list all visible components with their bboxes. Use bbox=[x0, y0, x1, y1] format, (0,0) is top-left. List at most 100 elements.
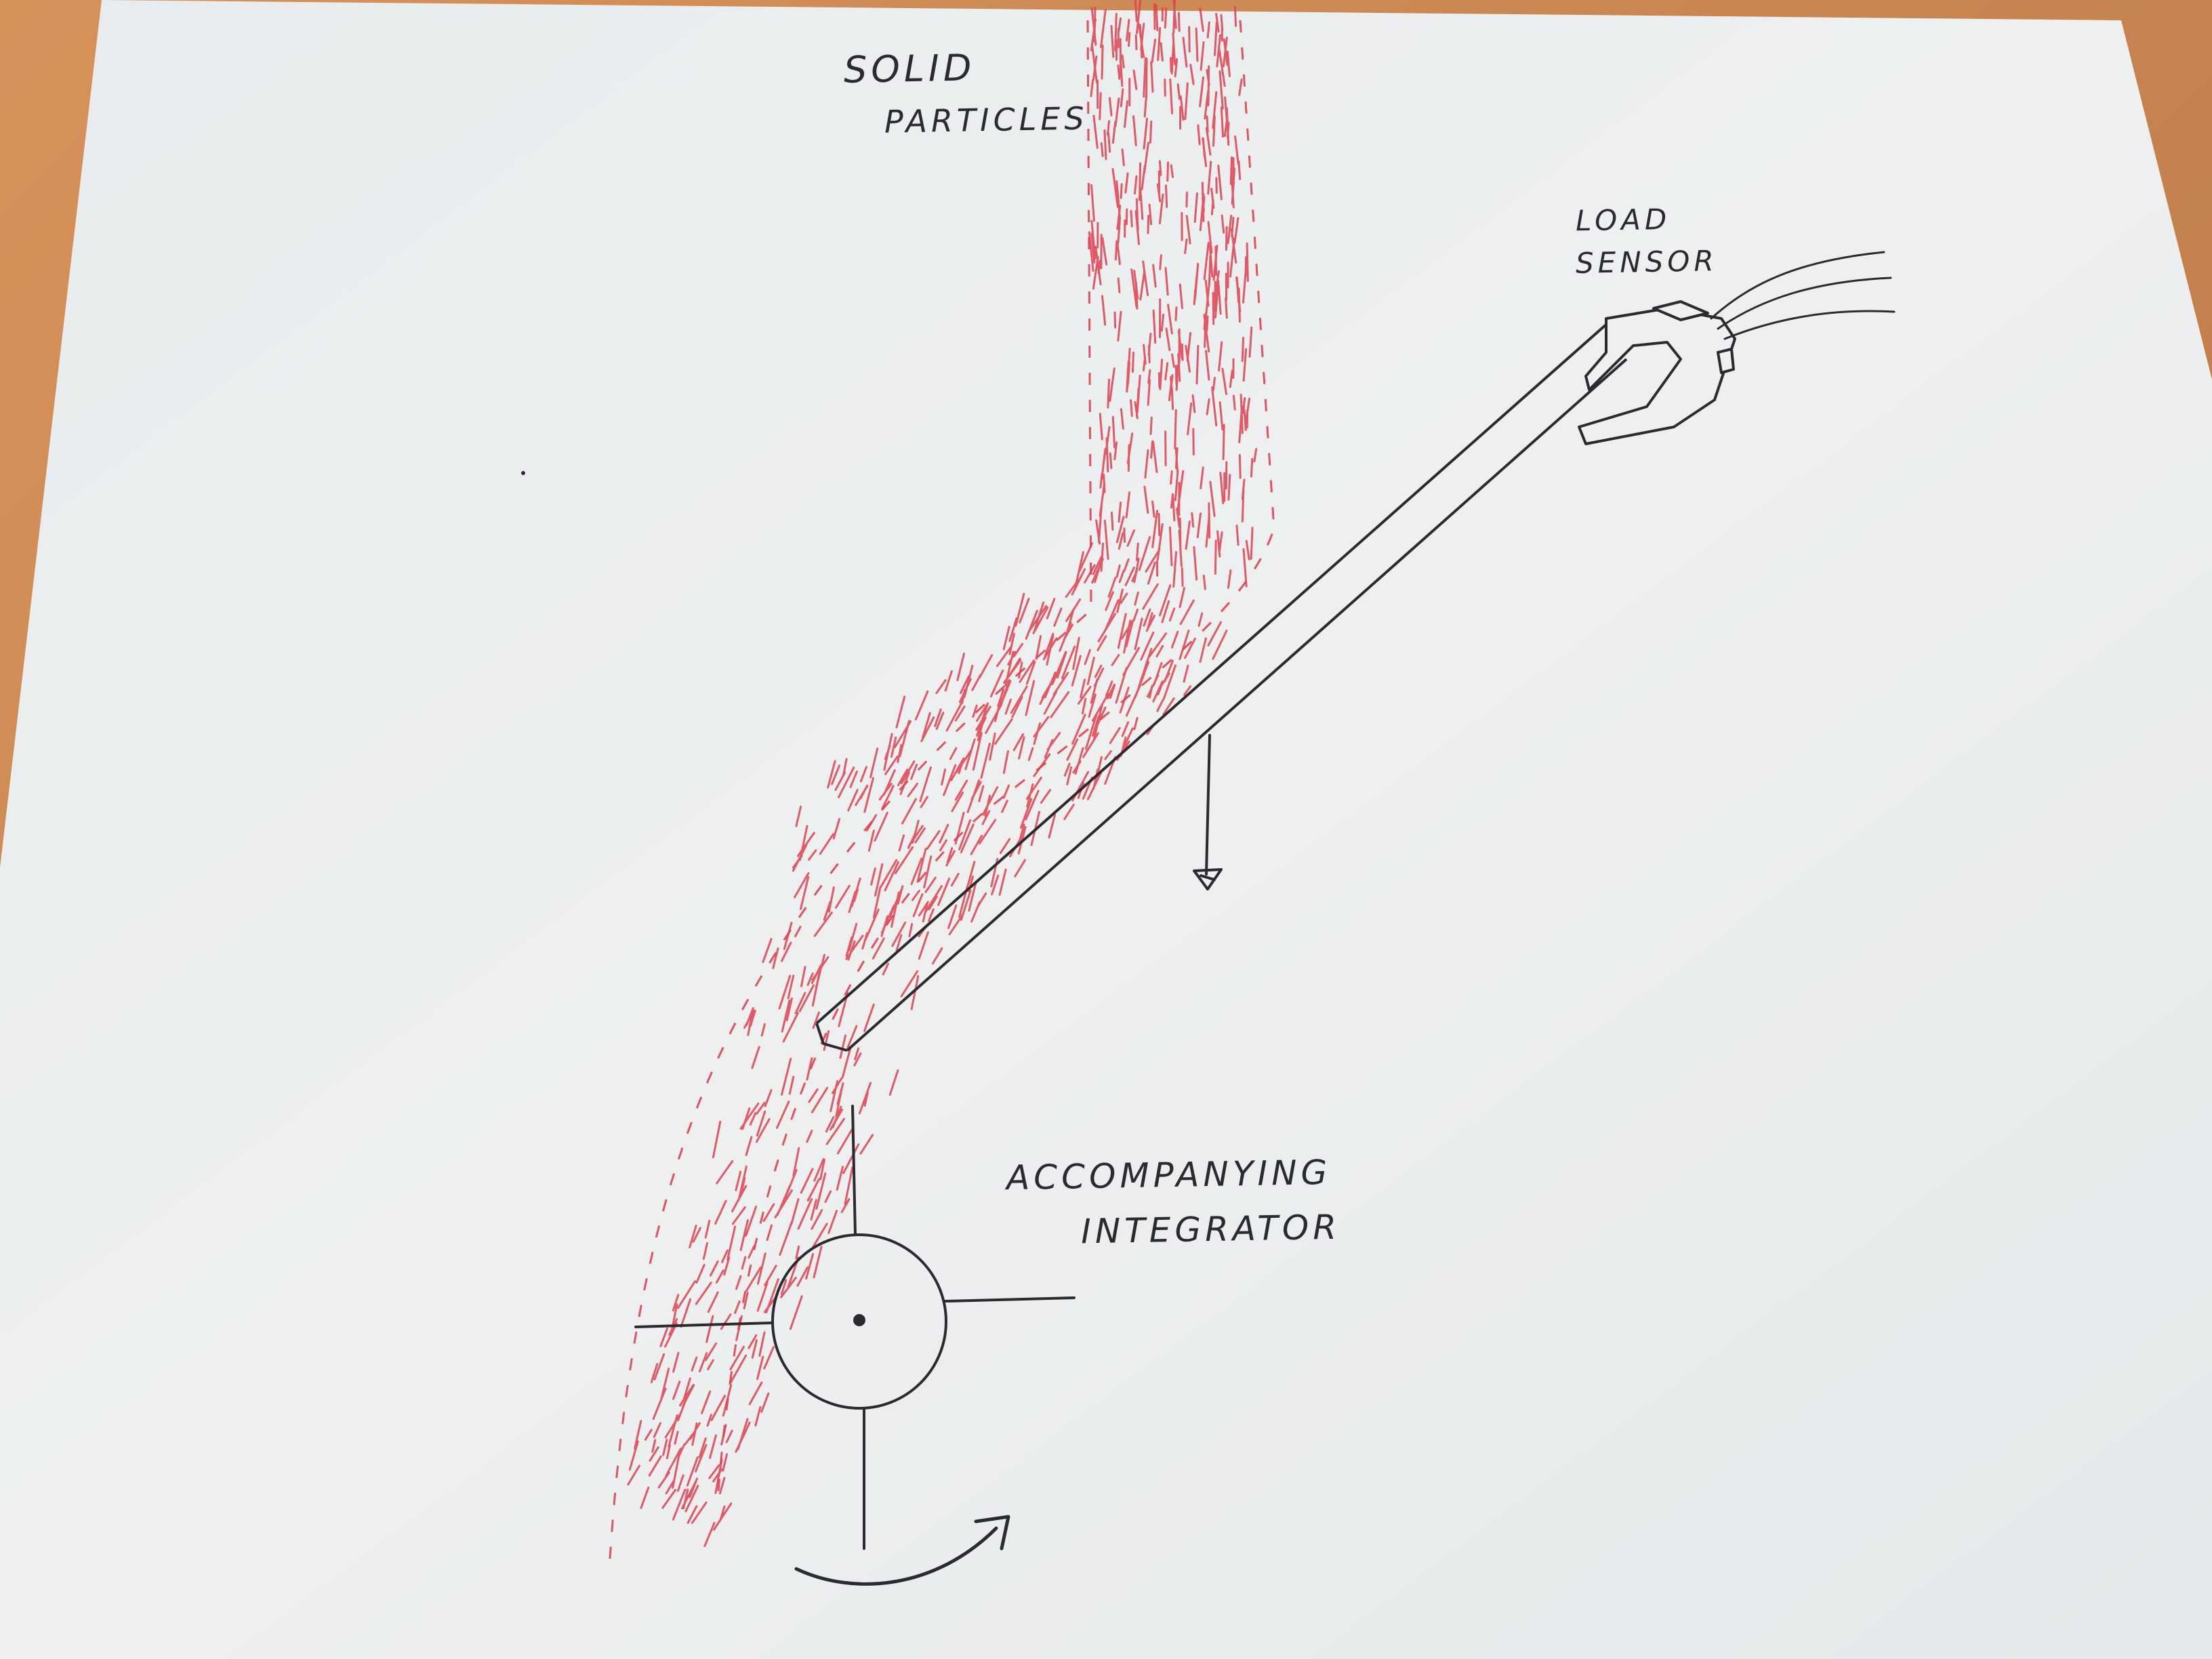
particle-stroke bbox=[665, 1479, 675, 1495]
particle-stroke bbox=[739, 1176, 746, 1195]
particle-stroke bbox=[1231, 216, 1235, 237]
particle-stroke bbox=[928, 895, 938, 911]
particle-stroke bbox=[789, 1295, 803, 1330]
particle-stroke bbox=[719, 1477, 726, 1494]
particle-stroke bbox=[1120, 183, 1123, 199]
particle-stroke bbox=[1115, 516, 1125, 544]
particle-stroke bbox=[1118, 532, 1124, 550]
particle-stroke bbox=[1012, 733, 1024, 752]
particle-stroke bbox=[1196, 512, 1202, 539]
particle-stroke bbox=[1135, 387, 1140, 417]
particle-stroke bbox=[1143, 95, 1147, 118]
particle-stroke bbox=[699, 1352, 708, 1372]
particle-stroke bbox=[1103, 474, 1106, 493]
particle-stroke bbox=[1176, 83, 1181, 100]
particle-stroke bbox=[1063, 804, 1075, 821]
particle-stroke bbox=[756, 1110, 766, 1137]
particle-stroke bbox=[739, 1102, 760, 1130]
particle-stroke bbox=[1195, 27, 1199, 62]
particle-stroke bbox=[1226, 121, 1230, 138]
rotation-arrow-head-icon bbox=[974, 1515, 1010, 1551]
particle-stroke bbox=[1065, 598, 1082, 622]
particle-stroke bbox=[1097, 613, 1117, 642]
particle-stroke bbox=[1093, 668, 1105, 687]
particle-stroke bbox=[1221, 367, 1227, 395]
particle-stroke bbox=[1063, 762, 1071, 777]
particle-stroke bbox=[954, 779, 968, 801]
particle-stroke bbox=[1143, 485, 1149, 514]
particle-stroke bbox=[1227, 214, 1233, 245]
particle-stroke bbox=[846, 1025, 858, 1049]
particle-stroke bbox=[863, 777, 874, 813]
particle-stroke bbox=[894, 846, 914, 874]
particle-stroke bbox=[764, 1089, 773, 1107]
particle-stroke bbox=[910, 975, 920, 1010]
particle-stroke bbox=[839, 1034, 847, 1059]
particle-stroke bbox=[869, 747, 879, 779]
particle-stroke bbox=[914, 827, 926, 844]
particle-stroke bbox=[1126, 529, 1135, 547]
particle-stroke bbox=[695, 1264, 705, 1284]
particle-stroke bbox=[1165, 327, 1171, 352]
particle-stroke bbox=[1019, 798, 1033, 829]
particle-stroke bbox=[1099, 413, 1103, 441]
particle-stroke bbox=[898, 834, 905, 852]
force-arrow-shaft bbox=[1205, 734, 1211, 876]
particle-stroke bbox=[1207, 65, 1210, 106]
particle-stroke bbox=[919, 766, 932, 802]
particle-stroke bbox=[1092, 704, 1103, 741]
particle-stroke bbox=[1090, 184, 1095, 222]
particle-stroke bbox=[796, 1266, 808, 1287]
load-sensor bbox=[1578, 300, 1736, 445]
particle-stroke bbox=[756, 1282, 769, 1312]
particle-stroke bbox=[806, 1057, 813, 1081]
particle-stroke bbox=[691, 1356, 698, 1372]
particle-stroke bbox=[1212, 91, 1218, 129]
particle-stroke bbox=[1234, 135, 1240, 165]
particle-stroke bbox=[1152, 264, 1157, 288]
particle-stroke bbox=[985, 703, 1003, 735]
particle-stroke bbox=[800, 966, 806, 987]
particle-stroke bbox=[1117, 277, 1121, 293]
particle-stroke bbox=[648, 1455, 662, 1477]
particle-stroke bbox=[1207, 221, 1213, 254]
particle-stroke bbox=[879, 859, 898, 889]
particle-stroke bbox=[1181, 567, 1184, 587]
particle-stroke bbox=[912, 819, 920, 844]
particle-stroke bbox=[1105, 591, 1114, 611]
particle-stroke bbox=[672, 1294, 680, 1312]
particle-stroke bbox=[835, 884, 851, 909]
particle-stroke bbox=[665, 1447, 682, 1477]
particle-stroke bbox=[795, 805, 802, 827]
particle-stroke bbox=[951, 792, 964, 813]
particle-stroke bbox=[772, 947, 779, 969]
particle-stroke bbox=[689, 1422, 701, 1440]
particle-stroke bbox=[808, 1088, 819, 1103]
particle-stroke bbox=[1109, 726, 1121, 744]
rotation-arrow bbox=[794, 1515, 1010, 1586]
particle-stroke bbox=[1219, 472, 1225, 505]
particle-stroke bbox=[1090, 232, 1096, 264]
particle-stroke bbox=[836, 1082, 844, 1105]
particle-stroke bbox=[714, 1200, 727, 1225]
particle-stroke bbox=[999, 838, 1011, 855]
particle-stroke bbox=[1179, 587, 1185, 609]
particle-stroke bbox=[959, 675, 970, 695]
particle-stroke bbox=[708, 1464, 720, 1479]
particle-stroke bbox=[634, 1420, 642, 1450]
particle-stroke bbox=[950, 872, 960, 887]
particle-stroke bbox=[797, 1197, 813, 1230]
particle-stroke bbox=[1046, 598, 1056, 619]
particle-stroke bbox=[1000, 679, 1010, 705]
particle-stroke bbox=[1171, 353, 1175, 368]
particle-stroke bbox=[1120, 592, 1128, 605]
particle-stroke bbox=[921, 712, 931, 739]
particle-stroke bbox=[1012, 642, 1024, 657]
particle-stroke bbox=[1077, 686, 1092, 705]
particle-stroke bbox=[1199, 76, 1204, 108]
particle-stroke bbox=[972, 704, 978, 718]
particle-stroke bbox=[649, 1446, 659, 1462]
particle-stroke bbox=[785, 997, 793, 1021]
particle-stroke bbox=[1232, 394, 1236, 411]
